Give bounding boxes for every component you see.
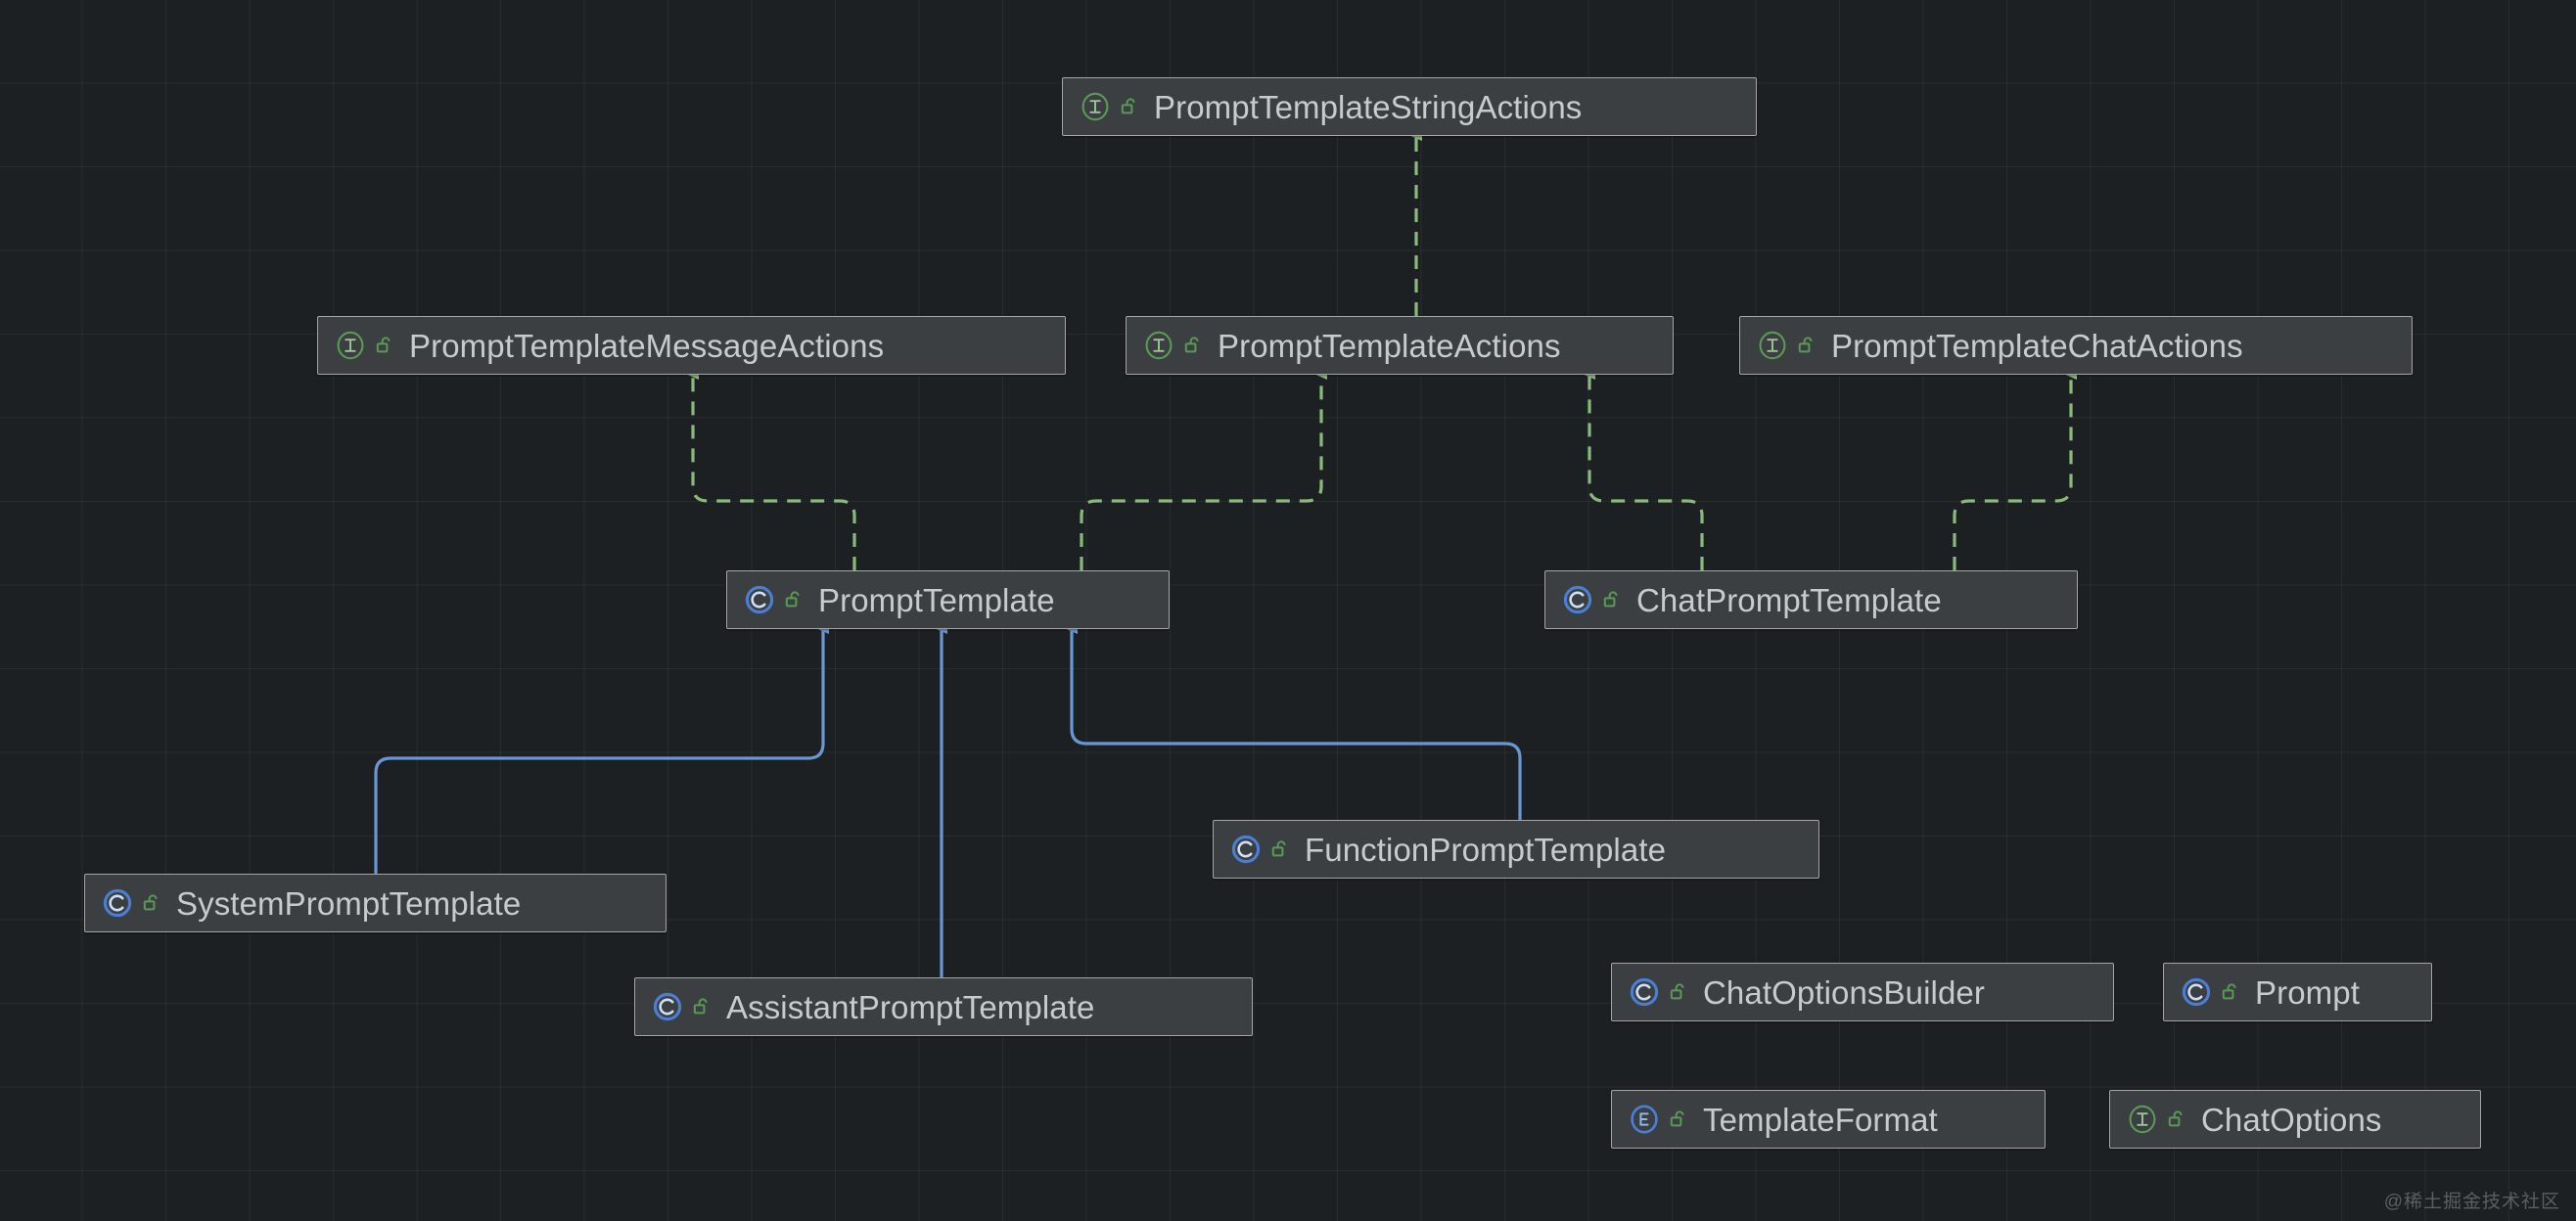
uml-edge-realization[interactable] [687,369,856,570]
unlocked-padlock-icon [692,996,713,1018]
uml-node-label: ChatPromptTemplate [1636,581,1942,618]
interface-icon [1756,329,1789,362]
unlocked-padlock-icon [784,589,805,610]
unlocked-padlock-icon [2221,981,2242,1003]
uml-edge-inheritance[interactable] [374,623,829,874]
class-icon [651,990,684,1023]
uml-node-chat-options[interactable]: ChatOptions [2109,1090,2481,1149]
uml-node-assistant-prompt-template[interactable]: AssistantPromptTemplate [634,977,1253,1036]
uml-edge-realization[interactable] [1584,369,1704,570]
uml-node-prompt[interactable]: Prompt [2163,963,2432,1021]
class-icon [101,886,134,920]
uml-node-prompt-template-message-actions[interactable]: PromptTemplateMessageActions [317,316,1066,375]
interface-icon [1142,329,1175,362]
uml-node-label: AssistantPromptTemplate [726,988,1095,1025]
interface-icon [2126,1103,2159,1136]
uml-edge-realization[interactable] [1953,369,2077,570]
uml-node-label: PromptTemplateMessageActions [409,327,885,364]
unlocked-padlock-icon [2167,1108,2188,1130]
uml-node-chat-options-builder[interactable]: ChatOptionsBuilder [1611,963,2114,1021]
unlocked-padlock-icon [1797,335,1818,356]
uml-edge-inheritance[interactable] [1066,623,1522,820]
uml-node-chat-prompt-template[interactable]: ChatPromptTemplate [1544,570,2078,629]
class-icon [743,583,776,616]
uml-node-label: ChatOptions [2201,1101,2382,1138]
uml-node-prompt-template[interactable]: PromptTemplate [726,570,1170,629]
class-icon [1628,975,1661,1009]
uml-node-label: Prompt [2255,973,2360,1011]
interface-icon [1079,90,1112,123]
interface-icon [334,329,367,362]
uml-node-prompt-template-actions[interactable]: PromptTemplateActions [1126,316,1674,375]
unlocked-padlock-icon [1183,335,1205,356]
unlocked-padlock-icon [1602,589,1624,610]
unlocked-padlock-icon [375,335,396,356]
uml-node-label: FunctionPromptTemplate [1305,831,1667,868]
enum-icon [1628,1103,1661,1136]
uml-node-label: PromptTemplateChatActions [1831,327,2243,364]
uml-edge-realization[interactable] [1080,369,1327,570]
uml-node-label: ChatOptionsBuilder [1703,973,1985,1011]
uml-node-function-prompt-template[interactable]: FunctionPromptTemplate [1213,820,1819,879]
uml-node-prompt-template-string-actions[interactable]: PromptTemplateStringActions [1062,77,1757,136]
uml-node-label: TemplateFormat [1703,1101,1938,1138]
uml-node-label: PromptTemplateStringActions [1154,88,1583,125]
uml-node-label: PromptTemplate [818,581,1055,618]
uml-node-label: SystemPromptTemplate [176,884,522,922]
unlocked-padlock-icon [142,892,163,914]
unlocked-padlock-icon [1669,1108,1690,1130]
watermark: @稀土掘金技术社区 [2383,1192,2560,1212]
class-icon [2180,975,2213,1009]
class-icon [1229,833,1263,866]
uml-node-label: PromptTemplateActions [1218,327,1561,364]
uml-node-prompt-template-chat-actions[interactable]: PromptTemplateChatActions [1739,316,2413,375]
unlocked-padlock-icon [1120,96,1141,117]
unlocked-padlock-icon [1669,981,1690,1003]
class-icon [1561,583,1594,616]
unlocked-padlock-icon [1270,838,1292,860]
uml-node-system-prompt-template[interactable]: SystemPromptTemplate [84,874,667,932]
uml-node-template-format[interactable]: TemplateFormat [1611,1090,2046,1149]
